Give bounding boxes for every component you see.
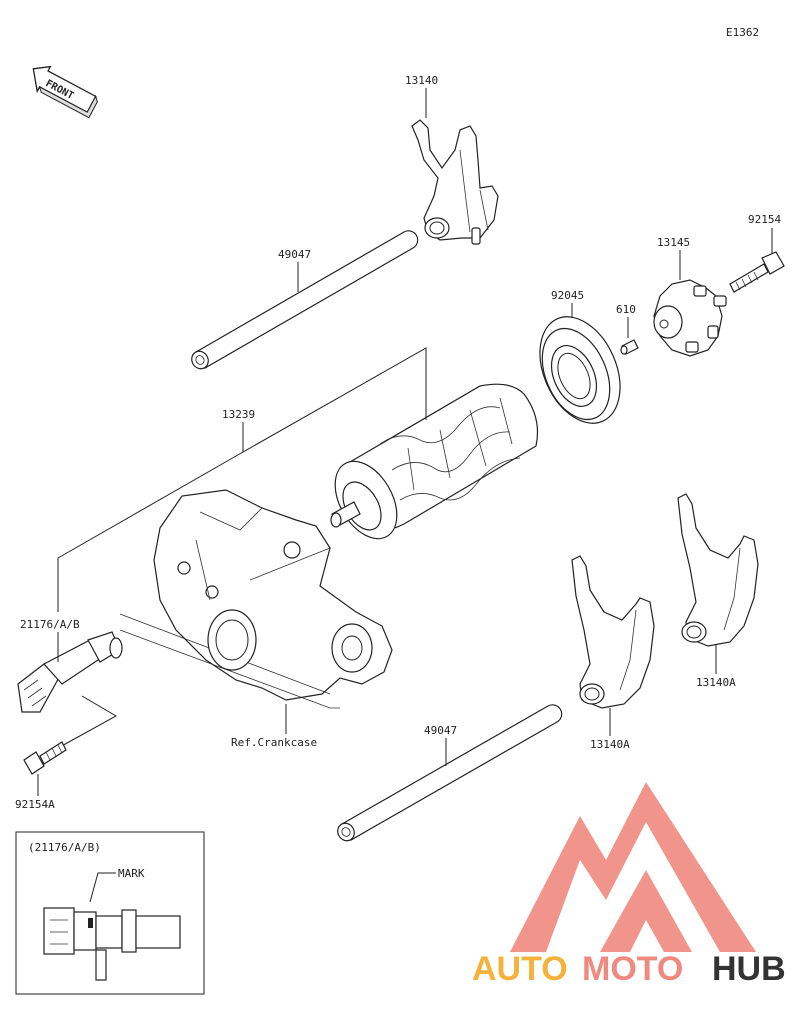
label-ref-crankcase: Ref.Crankcase	[231, 736, 317, 749]
inset-mark-label: MARK	[118, 867, 145, 880]
label-92154-top: 92154	[748, 213, 781, 226]
inset-title: (21176/A/B)	[28, 841, 101, 854]
shift-fork-right	[677, 493, 759, 647]
diagram-code: E1362	[726, 26, 759, 39]
shift-rod-top	[191, 230, 419, 370]
automotohub-watermark: AUTO MOTO HUB	[472, 782, 786, 988]
gear-position-sensor	[17, 631, 123, 713]
front-arrow-icon: FRONT	[32, 65, 98, 119]
shift-rod-bottom	[337, 704, 563, 842]
shift-fork-middle	[571, 555, 655, 709]
shift-drum-stopper	[653, 279, 727, 357]
label-49047-bottom: 49047	[424, 724, 457, 737]
label-21176: 21176/A/B	[20, 618, 80, 631]
label-92045: 92045	[551, 289, 584, 302]
bolt-bottom	[23, 741, 67, 775]
label-13140-top: 13140	[405, 74, 438, 87]
label-49047-top: 49047	[278, 248, 311, 261]
label-92154A: 92154A	[15, 798, 55, 811]
label-13239: 13239	[222, 408, 255, 421]
shift-fork-top	[411, 119, 499, 245]
watermark-hub: HUB	[712, 950, 786, 988]
label-610: 610	[616, 303, 636, 316]
inset-sensor	[43, 907, 181, 981]
label-13145: 13145	[657, 236, 690, 249]
bearing	[539, 316, 621, 424]
label-13140A-middle: 13140A	[590, 738, 630, 751]
shift-drum	[330, 383, 539, 540]
dowel-pin	[620, 339, 639, 355]
watermark-moto: MOTO	[582, 950, 683, 988]
crankcase-reference	[119, 489, 393, 709]
label-13140A-right: 13140A	[696, 676, 736, 689]
inset-detail: (21176/A/B) MARK	[15, 831, 205, 995]
watermark-auto: AUTO	[472, 950, 568, 988]
bolt-top	[729, 251, 785, 293]
